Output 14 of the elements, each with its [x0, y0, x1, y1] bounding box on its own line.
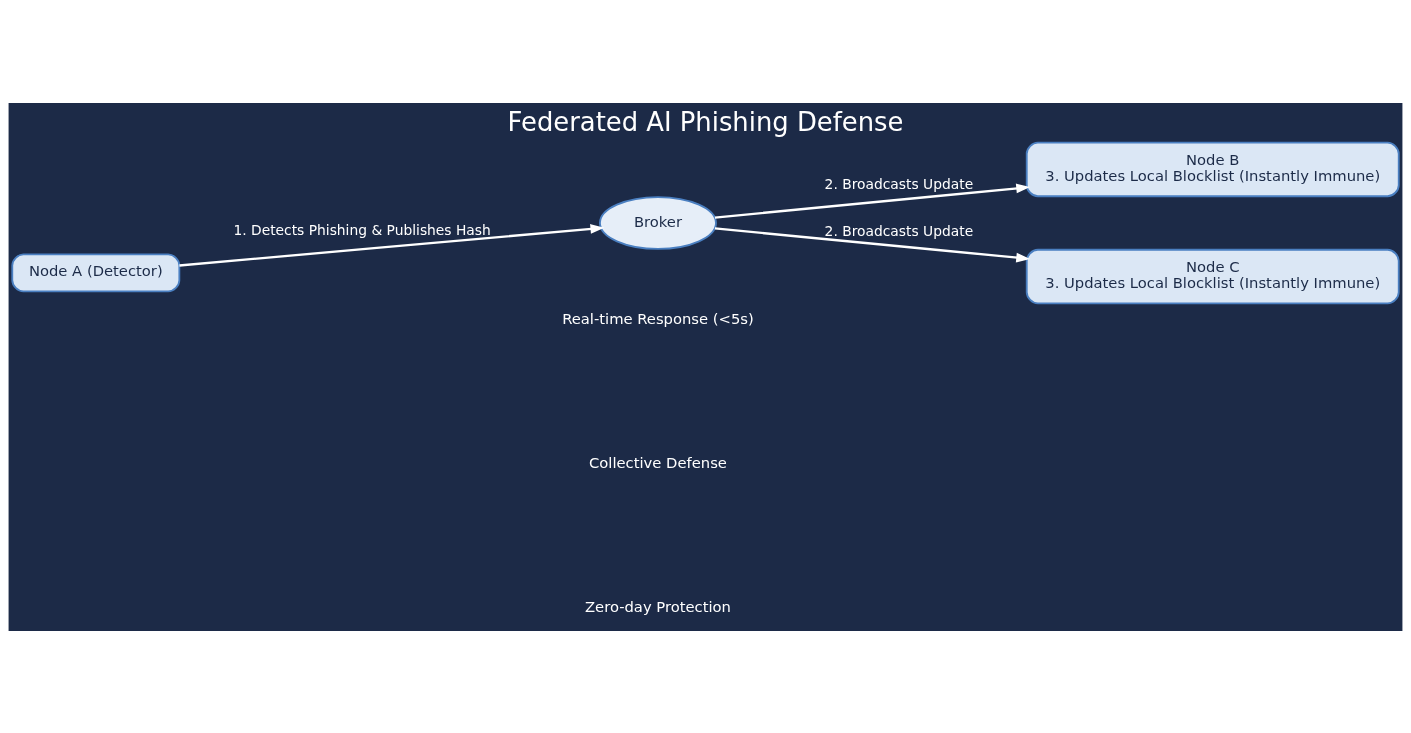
label: Real-time Response (<5s): [562, 309, 754, 327]
edge-label: 1. Detects Phishing & Publishes Hash: [233, 221, 491, 238]
node-ellipse: Broker: [599, 195, 717, 250]
node-box: Node B 3. Updates Local Blocklist (Instantly Immune): [1025, 141, 1400, 197]
arrow: [714, 226, 1031, 262]
edge-label: 2. Broadcasts Update: [824, 175, 974, 192]
arrow: [179, 223, 605, 267]
edge-label: 2. Broadcasts Update: [824, 222, 974, 239]
node-box: Node C 3. Updates Local Blocklist (Instantly Immune): [1025, 248, 1400, 304]
diagram-title: Federated AI Phishing Defense: [507, 106, 904, 137]
label: Zero-day Protection: [584, 597, 731, 615]
arrow: [714, 183, 1031, 219]
label: Collective Defense: [589, 453, 727, 471]
node-box: Node A (Detector): [11, 252, 181, 292]
